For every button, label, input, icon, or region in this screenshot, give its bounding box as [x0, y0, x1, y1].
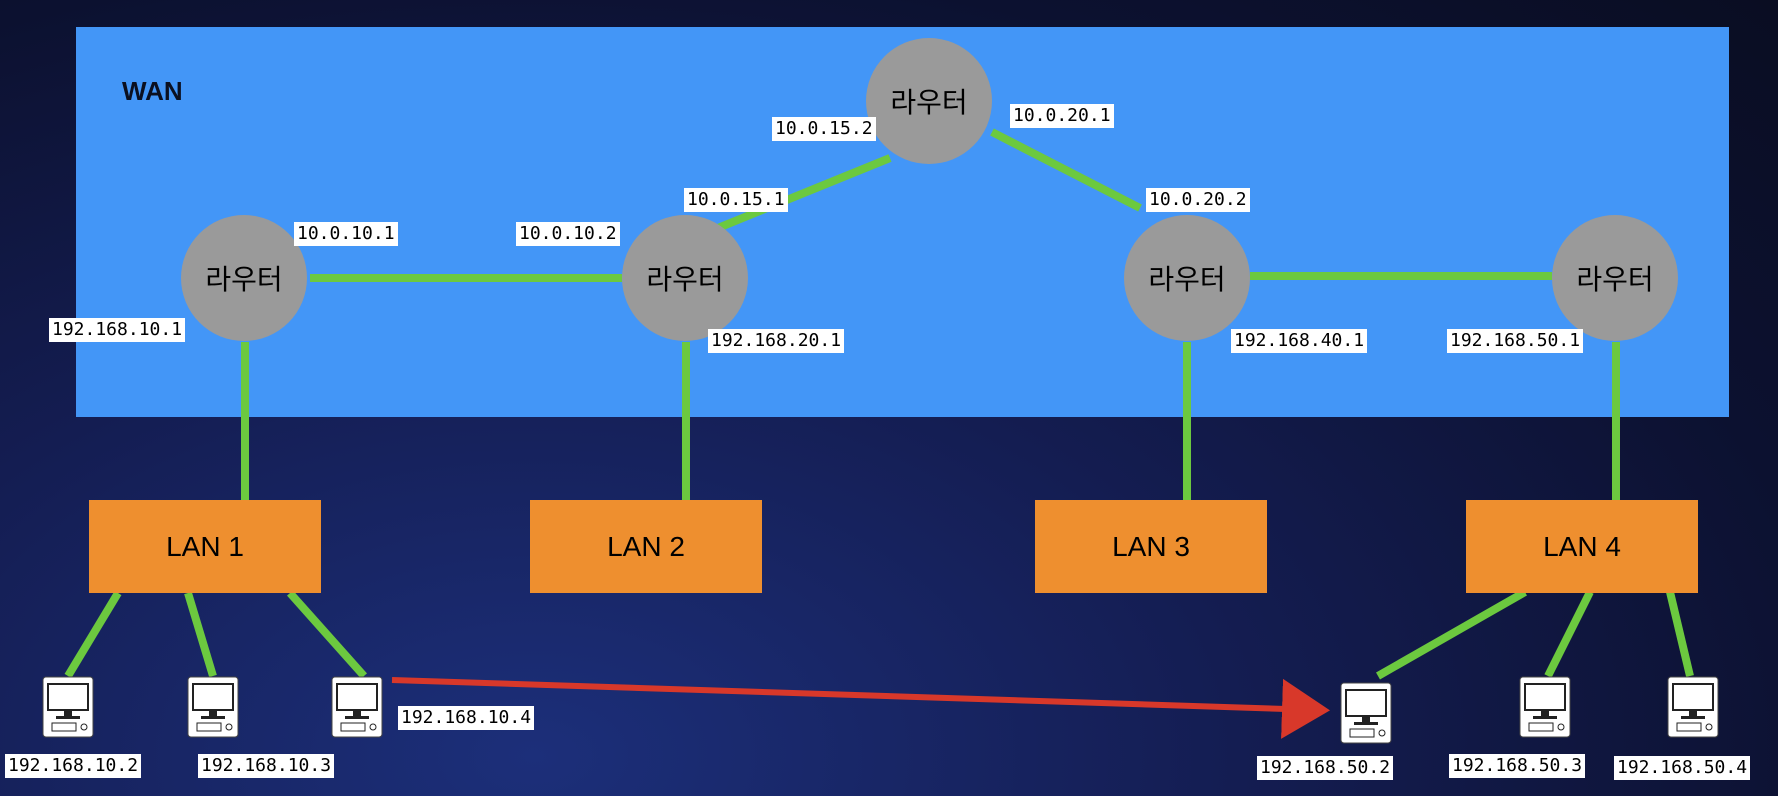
ip-label-r3-lan: 192.168.40.1: [1231, 329, 1368, 353]
ip-label-core-left: 10.0.15.2: [772, 117, 876, 141]
host-computer-icon[interactable]: [1667, 676, 1719, 738]
link-lan1-host2: [184, 591, 217, 678]
host-computer-icon[interactable]: [331, 676, 383, 738]
ip-label-r1-lan: 192.168.10.1: [49, 318, 186, 342]
lan-4[interactable]: LAN 4: [1466, 500, 1698, 593]
router-lan2[interactable]: 라우터: [622, 215, 748, 341]
link-lan4-host5: [1544, 590, 1594, 678]
host-computer-icon[interactable]: [42, 676, 94, 738]
link-r0-r3: [990, 128, 1142, 212]
ip-label-r2-lan: 192.168.20.1: [708, 329, 845, 353]
lan-1[interactable]: LAN 1: [89, 500, 321, 593]
wan-label: WAN: [122, 76, 183, 106]
link-lan4-host4: [1376, 588, 1527, 680]
link-lan1-host1: [64, 590, 122, 679]
ip-label-host: 192.168.10.4: [398, 706, 535, 730]
link-lan4-host6: [1666, 591, 1694, 677]
ip-label-host: 192.168.10.3: [198, 754, 335, 778]
ip-label-core-right: 10.0.20.1: [1010, 104, 1114, 128]
router-lan4[interactable]: 라우터: [1552, 215, 1678, 341]
host-computer-icon[interactable]: [187, 676, 239, 738]
router-lan3[interactable]: 라우터: [1124, 215, 1250, 341]
lan-2[interactable]: LAN 2: [530, 500, 762, 593]
host-computer-icon[interactable]: [1340, 682, 1392, 744]
ip-label-r1-right: 10.0.10.1: [294, 222, 398, 246]
router-core[interactable]: 라우터: [866, 38, 992, 164]
ip-label-host: 192.168.50.4: [1614, 756, 1751, 780]
packet-arrow: [391, 677, 1330, 739]
ip-label-host: 192.168.10.2: [5, 754, 142, 778]
ip-label-r2-left: 10.0.10.2: [516, 222, 620, 246]
ip-label-host: 192.168.50.3: [1449, 754, 1586, 778]
ip-label-r2-top: 10.0.15.1: [684, 188, 788, 212]
router-lan1[interactable]: 라우터: [181, 215, 307, 341]
ip-label-r4-lan: 192.168.50.1: [1447, 329, 1584, 353]
host-computer-icon[interactable]: [1519, 676, 1571, 738]
ip-label-r3-top: 10.0.20.2: [1146, 188, 1250, 212]
link-r2-r0: [716, 154, 892, 232]
lan-3[interactable]: LAN 3: [1035, 500, 1267, 593]
ip-label-host: 192.168.50.2: [1257, 756, 1394, 780]
link-lan1-host3: [287, 590, 367, 679]
